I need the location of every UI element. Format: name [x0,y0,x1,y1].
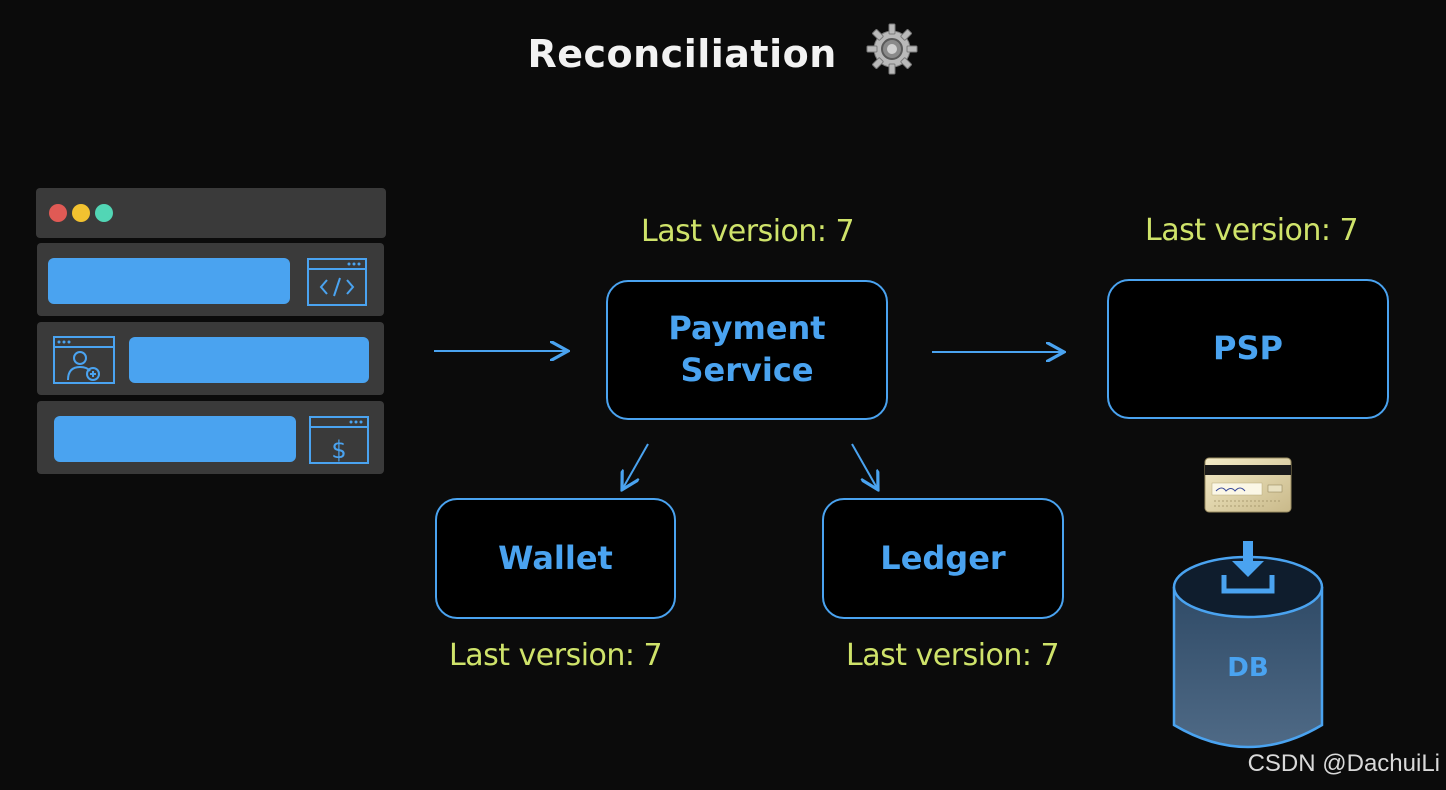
psp-node: PSP [1107,279,1389,419]
ledger-label: Ledger [880,538,1006,577]
wallet-node: Wallet [435,498,676,619]
psp-label: PSP [1213,329,1283,368]
client-row-1 [37,243,384,316]
minimize-dot [72,204,90,222]
db-label: DB [1227,653,1269,683]
ledger-version-label: Last version: 7 [846,638,1060,673]
window-titlebar [36,188,386,238]
db-cylinder: DB [1171,541,1325,755]
close-dot [49,204,67,222]
svg-text:$: $ [331,436,346,464]
maximize-dot [95,204,113,222]
wallet-label: Wallet [498,538,613,577]
title-text: Reconciliation [527,32,837,76]
client-row-3: $ [37,401,384,474]
watermark: CSDN @DachuiLi [1247,750,1440,777]
input-bar [129,337,369,383]
psp-version-label: Last version: 7 [1145,213,1359,248]
payment-version-label: Last version: 7 [641,214,855,249]
input-bar [54,416,296,462]
ledger-node: Ledger [822,498,1064,619]
client-window: $ [36,188,386,478]
dollar-window-icon: $ [309,416,369,468]
payment-service-line2: Service [680,351,814,389]
arrow-payment-to-ledger [851,443,877,488]
user-add-window-icon [53,336,115,388]
credit-card-icon [1204,457,1292,517]
download-icon [1220,539,1276,599]
gear-icon [865,22,919,85]
code-window-icon [307,258,367,310]
payment-service-line1: Payment [668,309,826,348]
client-row-2 [37,322,384,395]
arrow-payment-to-wallet [623,443,649,488]
page-title: Reconciliation [0,23,1446,85]
wallet-version-label: Last version: 7 [449,638,663,673]
input-bar [48,258,290,304]
payment-service-node: Payment Service [606,280,888,420]
